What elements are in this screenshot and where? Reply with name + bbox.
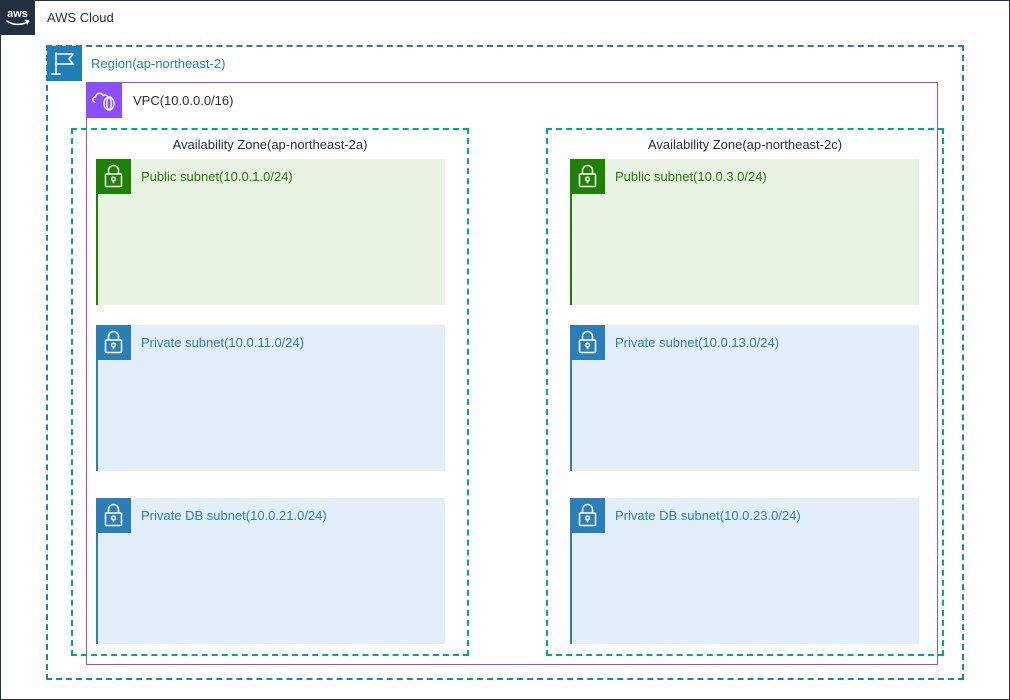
subnet-body: [96, 159, 445, 305]
subnet-body: [570, 325, 919, 471]
subnet-label: Private DB subnet(10.0.23.0/24): [615, 508, 801, 523]
padlock-icon: [96, 325, 131, 360]
padlock-icon: [96, 159, 131, 194]
subnet-label: Private subnet(10.0.11.0/24): [141, 335, 305, 350]
availability-zone-boundary-a: [71, 128, 469, 656]
subnet-body: [96, 498, 445, 644]
subnet-private-db-a: Private DB subnet(10.0.21.0/24): [96, 498, 445, 644]
availability-zone-label-c: Availability Zone(ap-northeast-2c): [647, 137, 843, 152]
subnet-body: [96, 325, 445, 471]
vpc-label: VPC(10.0.0.0/16): [133, 93, 234, 108]
vpc-boundary: [86, 82, 938, 665]
region-boundary: [46, 45, 964, 680]
availability-zone-label-a: Availability Zone(ap-northeast-2a): [172, 137, 368, 152]
padlock-icon: [570, 498, 605, 533]
padlock-icon: [96, 498, 131, 533]
subnet-public-a: Public subnet(10.0.1.0/24): [96, 159, 445, 305]
subnet-label: Private subnet(10.0.13.0/24): [615, 335, 780, 350]
svg-text:aws: aws: [7, 8, 28, 20]
subnet-private-db-c: Private DB subnet(10.0.23.0/24): [570, 498, 919, 644]
region-flag-icon: [47, 46, 82, 81]
padlock-icon: [570, 325, 605, 360]
padlock-icon: [570, 159, 605, 194]
subnet-body: [570, 159, 919, 305]
subnet-private-a: Private subnet(10.0.11.0/24): [96, 325, 445, 471]
aws-cloud-label: AWS Cloud: [47, 10, 114, 25]
region-label: Region(ap-northeast-2): [91, 56, 226, 71]
subnet-body: [570, 498, 919, 644]
aws-logo-icon: aws: [0, 0, 35, 35]
subnet-private-c: Private subnet(10.0.13.0/24): [570, 325, 919, 471]
subnet-label: Private DB subnet(10.0.21.0/24): [141, 508, 327, 523]
subnet-public-c: Public subnet(10.0.3.0/24): [570, 159, 919, 305]
subnet-label: Public subnet(10.0.3.0/24): [615, 169, 767, 184]
subnet-label: Public subnet(10.0.1.0/24): [141, 169, 293, 184]
vpc-cloud-icon: [87, 83, 122, 118]
availability-zone-boundary-c: [546, 128, 944, 656]
